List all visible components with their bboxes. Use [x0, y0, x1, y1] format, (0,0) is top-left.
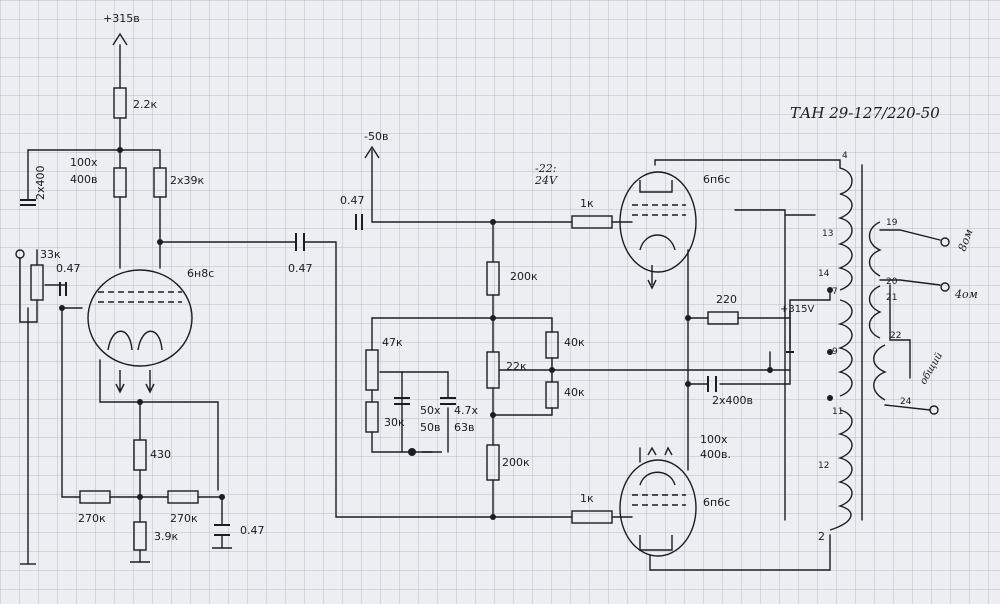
label-r-47k: 47к: [382, 336, 403, 349]
label-c-400v-b: 400в.: [700, 448, 731, 461]
tube-6p6s-top: [619, 171, 697, 290]
resistor-200k-top: [486, 261, 500, 296]
resistor-1k-top: [571, 215, 613, 229]
label-r-2x39k: 2х39к: [170, 174, 205, 187]
tube-6n8s-envelope: [87, 269, 193, 367]
label-c-400v: 400в: [70, 173, 97, 186]
transformer-primary: [829, 167, 853, 531]
label-pin-7: 7: [832, 287, 838, 297]
label-r-200k-top: 200к: [510, 270, 538, 283]
label-c-0-47-in: 0.47: [56, 262, 81, 275]
tube-6n8s: [87, 269, 193, 394]
label-tube-6p6s-top: 6п6с: [703, 173, 730, 186]
label-pin-21: 21: [886, 293, 897, 303]
supply-arrows: [112, 32, 791, 350]
label-c-2x400: 2х400: [34, 165, 47, 200]
potentiometer-47k: [365, 349, 379, 391]
label-c-4-7x: 4.7х: [454, 404, 478, 417]
label-c-2x400v: 2х400в: [712, 394, 753, 407]
label-c-0-47-bot: 0.47: [240, 524, 265, 537]
label-pin-24: 24: [900, 397, 912, 407]
label-r-430: 430: [150, 448, 171, 461]
resistor-270k-a: [79, 490, 111, 504]
label-pin-13: 13: [822, 229, 833, 239]
label-pin-12: 12: [818, 461, 829, 471]
resistor-270k-b: [167, 490, 199, 504]
cap-50x: [394, 397, 410, 405]
cap-0-47-in: [59, 282, 67, 296]
junctions: [59, 147, 833, 520]
label-transformer-model: ТАН 29-127/220-50: [790, 104, 940, 122]
tube-6p6s-bot: [619, 446, 697, 557]
label-r-1k-top: 1к: [580, 197, 594, 210]
label-r-2-2k: 2.2к: [133, 98, 157, 111]
label-c-63v: 63в: [454, 421, 474, 434]
label-pin-2: 2: [818, 530, 825, 543]
output-terminals: [15, 237, 950, 415]
label-r-33k: 33к: [40, 248, 61, 261]
capacitors: [20, 199, 794, 536]
label-r-3-9k: 3.9к: [154, 530, 178, 543]
label-c-100x: 100х: [70, 156, 98, 169]
cap-2x400v: [707, 376, 717, 392]
label-note-bias-voltage: -22:24V: [534, 162, 558, 187]
label-c-50v: 50в: [420, 421, 440, 434]
resistor-40k-a: [545, 331, 559, 359]
label-r-200k-bot: 200к: [502, 456, 530, 469]
label-pin-4: 4: [842, 151, 848, 161]
label-pin-19: 19: [886, 218, 898, 228]
tube-6p6s-bot-envelope: [619, 459, 697, 557]
component-labels: +315в 2.2к 100х 400в 2х400 2х39к 33к 0.4…: [34, 12, 814, 543]
label-pin-14: 14: [818, 269, 830, 279]
resistor-200k-bot: [486, 444, 500, 481]
ground-symbols: [20, 451, 442, 565]
label-r-40k-b: 40к: [564, 386, 585, 399]
resistor-2-2k: [113, 87, 127, 119]
cap-2x400: [20, 199, 36, 206]
label-out-4ohm: 4ом: [954, 288, 978, 301]
label-pin-20: 20: [886, 277, 898, 287]
label-supply-top: +315в: [103, 12, 140, 25]
label-c-50x: 50х: [420, 404, 441, 417]
resistor-2x39k: [153, 167, 167, 198]
wires: [19, 44, 941, 571]
label-supply-bias: -50в: [364, 130, 388, 143]
resistors: [30, 87, 739, 551]
resistor-220: [707, 311, 739, 325]
cap-4-7x: [440, 397, 456, 405]
cap-0-47-mid: [295, 233, 305, 251]
resistor-30k: [365, 401, 379, 433]
label-supply-mid: +315V: [780, 304, 814, 315]
supply-top-arrow: [112, 32, 128, 46]
resistor-3-9k: [133, 521, 147, 551]
transformer-secondary: [868, 221, 887, 401]
label-r-1k-bot: 1к: [580, 492, 594, 505]
label-r-270k-a: 270к: [78, 512, 106, 525]
label-tube-6n8s: 6н8с: [187, 267, 214, 280]
label-c-100x-b: 100х: [700, 433, 728, 446]
cap-0-47-bot: [214, 524, 230, 536]
resistor-22k: [486, 351, 500, 389]
label-r-30k: 30к: [384, 416, 405, 429]
label-pin-11: 11: [832, 407, 843, 417]
label-pin-9: 9: [832, 347, 838, 357]
label-c-0-47-mid: 0.47: [288, 262, 313, 275]
resistor-1k-bot: [571, 510, 613, 524]
label-r-220: 220: [716, 293, 737, 306]
resistor-33k: [30, 264, 44, 301]
label-tube-6p6s-bot: 6п6с: [703, 496, 730, 509]
cap-0-47-bias: [355, 214, 363, 230]
label-r-40k-a: 40к: [564, 336, 585, 349]
resistor-430: [133, 439, 147, 471]
tube-6p6s-top-envelope: [619, 171, 697, 273]
label-c-0-47-bias: 0.47: [340, 194, 365, 207]
label-r-22k-mid: 22к: [506, 360, 527, 373]
label-r-270k-b: 270к: [170, 512, 198, 525]
resistor-100x-400v: [113, 167, 127, 198]
resistor-40k-b: [545, 381, 559, 409]
supply-bias-arrow: [364, 145, 380, 159]
label-pin-22: 22: [890, 331, 901, 341]
